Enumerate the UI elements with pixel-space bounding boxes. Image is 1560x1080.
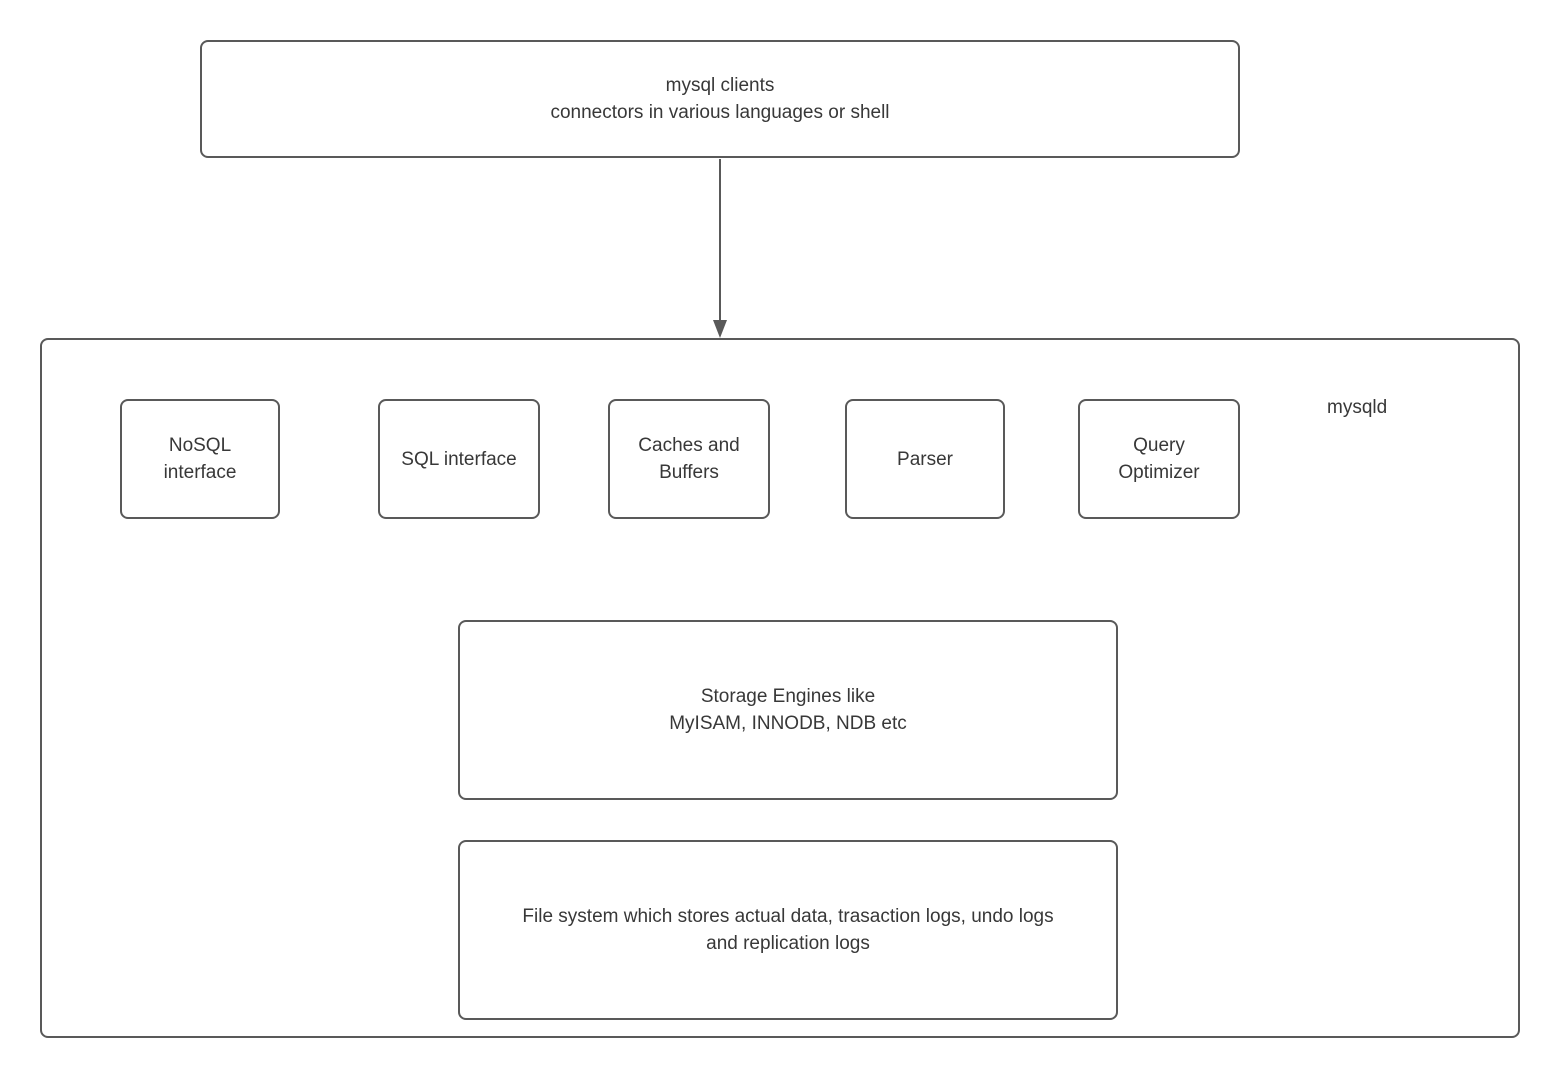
storage-engines-box: Storage Engines like MyISAM, INNODB, NDB… (458, 620, 1118, 800)
component-box-sql-interface: SQL interface (378, 399, 540, 519)
storage-engines-label: Storage Engines like MyISAM, INNODB, NDB… (669, 686, 907, 734)
component-box-nosql-interface: NoSQL interface (120, 399, 280, 519)
component-box-parser: Parser (845, 399, 1005, 519)
parser-label: Parser (897, 448, 953, 470)
mysql-clients-label: mysql clients connectors in various lang… (550, 75, 890, 123)
component-box-query-optimizer: Query Optimizer (1078, 399, 1240, 519)
query-optimizer-label: Query Optimizer (1118, 435, 1200, 483)
file-system-label: File system which stores actual data, tr… (522, 906, 1054, 954)
mysql-clients-box: mysql clients connectors in various lang… (200, 40, 1240, 158)
component-box-caches-buffers: Caches and Buffers (608, 399, 770, 519)
caches-buffers-label: Caches and Buffers (638, 435, 740, 483)
file-system-box: File system which stores actual data, tr… (458, 840, 1118, 1020)
mysqld-label: mysqld (1327, 397, 1388, 418)
nosql-interface-label: NoSQL interface (163, 435, 237, 483)
sql-interface-label: SQL interface (401, 448, 517, 470)
arrow-down-connector (713, 159, 727, 338)
